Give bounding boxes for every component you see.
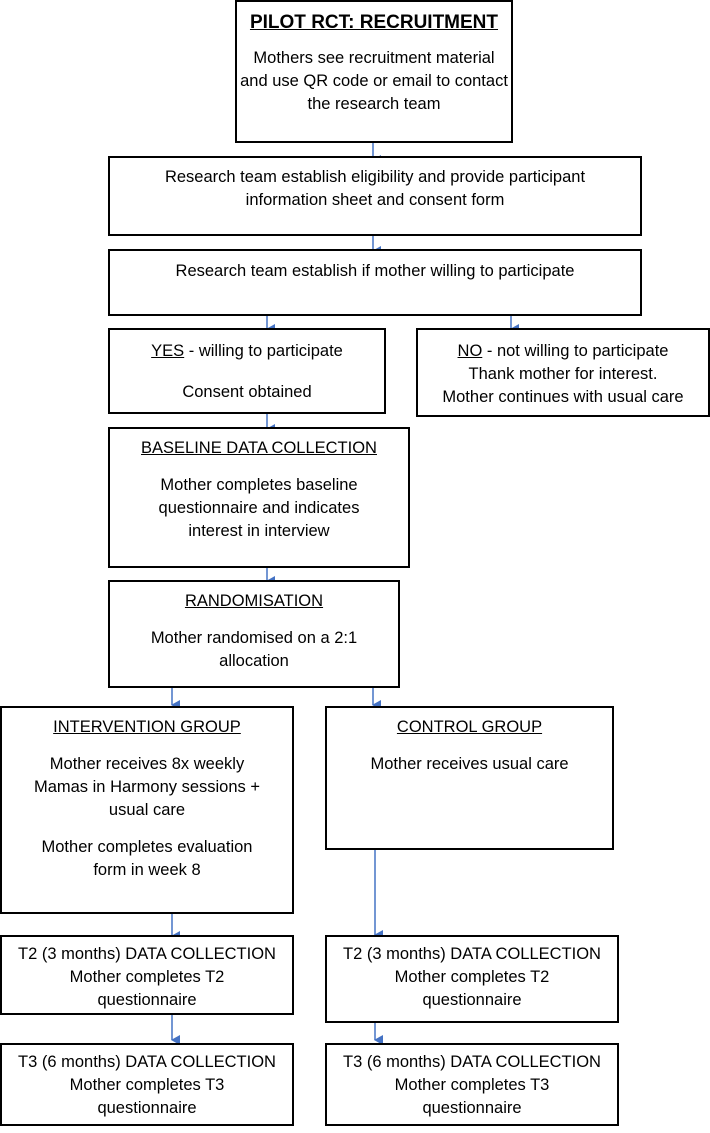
t2-line: questionnaire — [97, 991, 197, 1009]
yes-rest: - willing to participate — [184, 342, 343, 360]
control-box: CONTROL GROUP Mother receives usual care — [325, 706, 614, 850]
baseline-box: BASELINE DATA COLLECTION Mother complete… — [108, 427, 410, 568]
intervention-title: INTERVENTION GROUP — [53, 718, 241, 736]
randomisation-line: allocation — [219, 652, 289, 670]
no-line: NO - not willing to participate — [418, 340, 708, 363]
yes-box: YES - willing to participate Consent obt… — [108, 328, 386, 414]
no-keyword: NO — [457, 342, 483, 360]
eligibility-line: information sheet and consent form — [245, 191, 505, 209]
no-rest: - not willing to participate — [482, 342, 669, 360]
intervention-line: Mamas in Harmony sessions + — [33, 778, 261, 796]
recruitment-line: and use QR code or email to contact — [240, 72, 508, 90]
t2-line: T2 (3 months) DATA COLLECTION — [18, 945, 276, 963]
recruitment-box: PILOT RCT: RECRUITMENT Mothers see recru… — [235, 0, 513, 143]
control-title: CONTROL GROUP — [396, 718, 543, 736]
yes-line: YES - willing to participate — [110, 340, 384, 363]
t2-intervention-box: T2 (3 months) DATA COLLECTION Mother com… — [0, 935, 294, 1015]
baseline-line: Mother completes baseline — [160, 476, 358, 494]
t3-line: Mother completes T3 — [69, 1076, 225, 1094]
recruitment-line: the research team — [307, 95, 441, 113]
eligibility-line: Research team establish eligibility and … — [164, 168, 586, 186]
t2-line: T2 (3 months) DATA COLLECTION — [343, 945, 601, 963]
baseline-title: BASELINE DATA COLLECTION — [141, 439, 377, 457]
randomisation-box: RANDOMISATION Mother randomised on a 2:1… — [108, 580, 400, 688]
randomisation-title: RANDOMISATION — [184, 592, 324, 610]
willing-box: Research team establish if mother willin… — [108, 249, 642, 316]
t3-control-box: T3 (6 months) DATA COLLECTION Mother com… — [325, 1043, 619, 1126]
t2-line: Mother completes T2 — [69, 968, 225, 986]
eligibility-box: Research team establish eligibility and … — [108, 156, 642, 236]
baseline-line: questionnaire and indicates — [158, 499, 360, 517]
no-line: Mother continues with usual care — [442, 388, 684, 406]
yes-keyword: YES — [151, 342, 185, 360]
t3-intervention-box: T3 (6 months) DATA COLLECTION Mother com… — [0, 1043, 294, 1126]
no-line: Thank mother for interest. — [468, 365, 658, 383]
intervention-line: usual care — [108, 801, 186, 819]
baseline-line: interest in interview — [188, 522, 330, 540]
recruitment-line: Mothers see recruitment material — [253, 49, 495, 67]
randomisation-line: Mother randomised on a 2:1 — [150, 629, 358, 647]
t2-line: Mother completes T2 — [394, 968, 550, 986]
t2-control-box: T2 (3 months) DATA COLLECTION Mother com… — [325, 935, 619, 1023]
intervention-line: form in week 8 — [93, 861, 201, 879]
t3-line: T3 (6 months) DATA COLLECTION — [18, 1053, 276, 1071]
willing-line: Research team establish if mother willin… — [175, 262, 575, 280]
intervention-line: Mother completes evaluation — [41, 838, 253, 856]
intervention-line: Mother receives 8x weekly — [49, 755, 245, 773]
consent-line: Consent obtained — [182, 383, 312, 401]
control-line: Mother receives usual care — [370, 755, 569, 773]
t3-line: Mother completes T3 — [394, 1076, 550, 1094]
no-box: NO - not willing to participate Thank mo… — [416, 328, 710, 417]
t2-line: questionnaire — [422, 991, 522, 1009]
intervention-box: INTERVENTION GROUP Mother receives 8x we… — [0, 706, 294, 914]
t3-line: questionnaire — [422, 1099, 522, 1117]
recruitment-title: PILOT RCT: RECRUITMENT — [249, 12, 499, 33]
t3-line: T3 (6 months) DATA COLLECTION — [343, 1053, 601, 1071]
t3-line: questionnaire — [97, 1099, 197, 1117]
